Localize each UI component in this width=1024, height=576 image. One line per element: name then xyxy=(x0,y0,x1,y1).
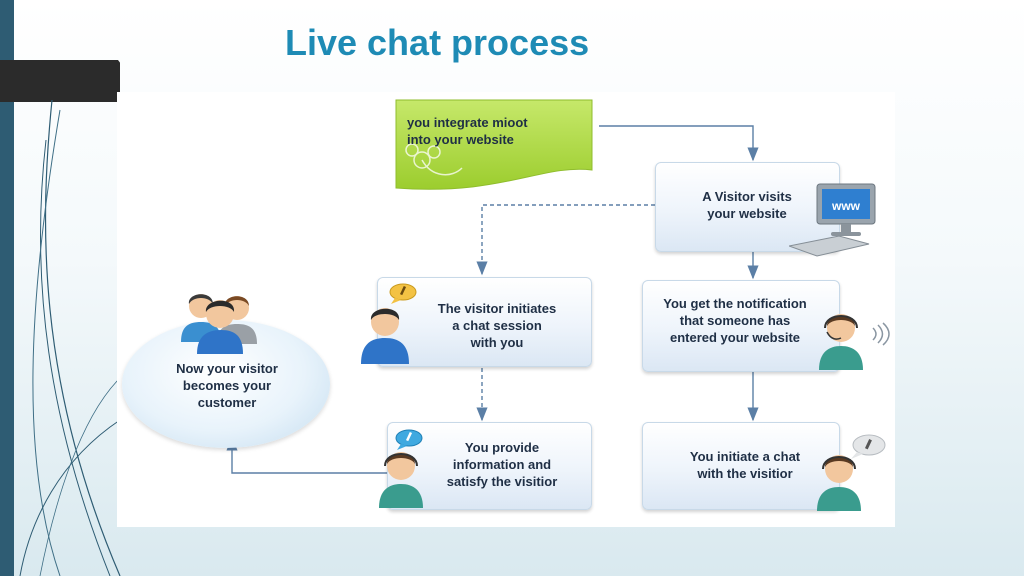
step-visit-box xyxy=(655,162,840,252)
agent-headset-icon xyxy=(819,314,863,370)
agent-headset-icon xyxy=(817,455,861,511)
monitor-label: www xyxy=(831,199,861,213)
agent-headset-icon xyxy=(379,452,423,508)
flower-decoration xyxy=(405,143,463,176)
step-integrate-text: you integrate mioot into your website xyxy=(407,115,528,147)
step-visit-text: A Visitor visits your website xyxy=(702,189,792,221)
integrate-note-shape xyxy=(395,99,593,190)
arrow-provide-to-customer xyxy=(226,436,387,474)
step-initiate-visitor-text: The visitor initiates a chat session wit… xyxy=(437,301,557,350)
step-initiate-agent-box xyxy=(642,422,840,510)
visitor-icon xyxy=(361,308,409,364)
diagram-canvas: you integrate mioot into your website A … xyxy=(117,92,895,527)
step-initiate-agent-text: You initiate a chat with the visitior xyxy=(689,449,801,481)
arrow-visit-to-visitor-initiates xyxy=(476,204,655,276)
user-group-icon xyxy=(181,294,257,354)
step-provide-text: You provide information and satisfy the … xyxy=(446,440,558,489)
chat-bubble-icon xyxy=(389,283,417,304)
decorative-swirl-lines xyxy=(19,99,121,576)
slide-title: Live chat process xyxy=(285,22,590,63)
diagram-connectors xyxy=(226,125,759,474)
title-tab-shape xyxy=(0,60,120,102)
chat-bubble-icon xyxy=(395,429,423,450)
chat-bubble-icon xyxy=(851,434,886,459)
sound-waves-icon xyxy=(872,322,890,346)
step-customer-text: Now your visitor becomes your customer xyxy=(176,361,278,410)
keyboard-icon xyxy=(789,235,870,257)
arrow-integrate-to-visit xyxy=(599,125,759,162)
step-notify-text: You get the notification that someone ha… xyxy=(663,296,807,345)
step-notify-box xyxy=(642,280,840,372)
left-accent-bar xyxy=(0,0,14,576)
monitor-icon: www xyxy=(789,183,876,257)
